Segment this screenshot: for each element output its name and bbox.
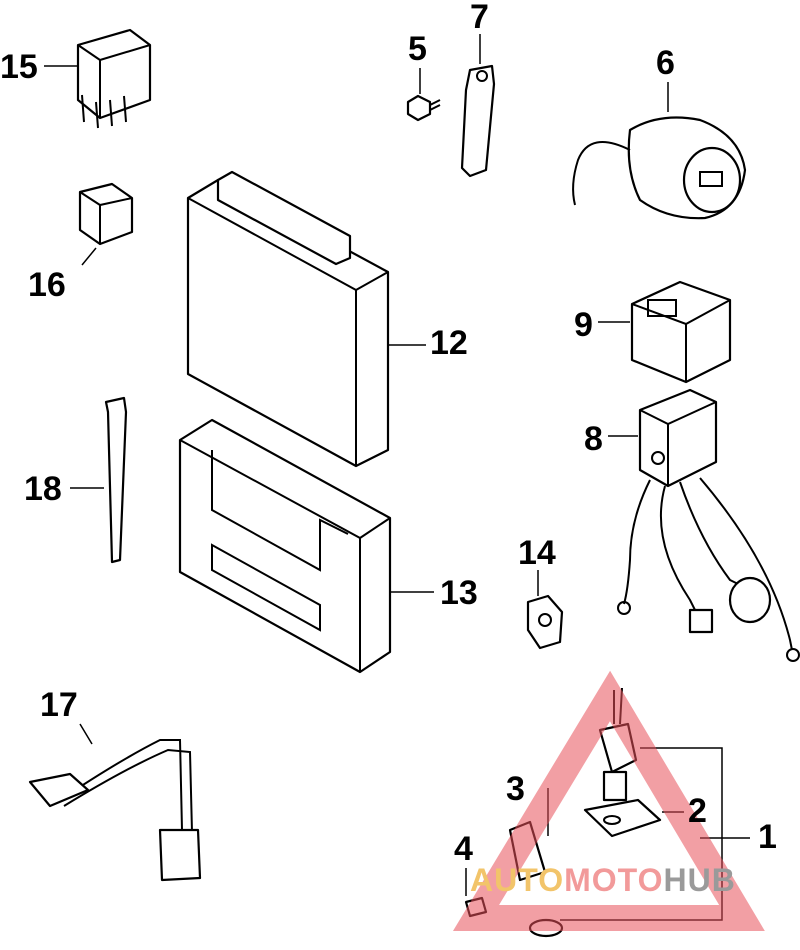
part-13-case — [178, 418, 434, 674]
callout-14: 14 — [518, 534, 556, 572]
callout-9: 9 — [574, 306, 593, 344]
callout-2: 2 — [688, 792, 707, 830]
callout-12: 12 — [430, 324, 468, 362]
callout-16: 16 — [28, 266, 66, 304]
callout-6: 6 — [656, 44, 675, 82]
callout-5: 5 — [408, 30, 427, 68]
part-16-relay — [78, 182, 134, 266]
watermark-part-3: HUB — [663, 862, 736, 898]
callout-18: 18 — [24, 470, 62, 508]
part-6-switch — [572, 82, 747, 220]
part-9-cover — [598, 280, 732, 384]
callout-8: 8 — [584, 420, 603, 458]
callout-15: 15 — [0, 48, 38, 86]
callout-3: 3 — [506, 770, 525, 808]
watermark-text: AUTOMOTOHUB — [470, 862, 736, 899]
callout-7: 7 — [470, 0, 489, 36]
part-8-regulator — [608, 388, 800, 662]
part-5-bolt — [406, 68, 441, 122]
part-7-bracket — [460, 34, 496, 178]
callout-1: 1 — [758, 818, 777, 856]
callout-4: 4 — [454, 830, 473, 868]
callout-17: 17 — [40, 686, 78, 724]
part-14-clamp — [526, 570, 564, 650]
part-18-cable-tie — [70, 396, 128, 564]
callout-13: 13 — [440, 574, 478, 612]
watermark-logo — [452, 670, 765, 931]
part-15-relay — [44, 28, 152, 129]
watermark-part-2: MOTO — [564, 862, 664, 898]
part-12-ecu — [186, 170, 426, 468]
watermark-part-1: AUTO — [470, 862, 565, 898]
part-17-harness — [28, 723, 202, 882]
